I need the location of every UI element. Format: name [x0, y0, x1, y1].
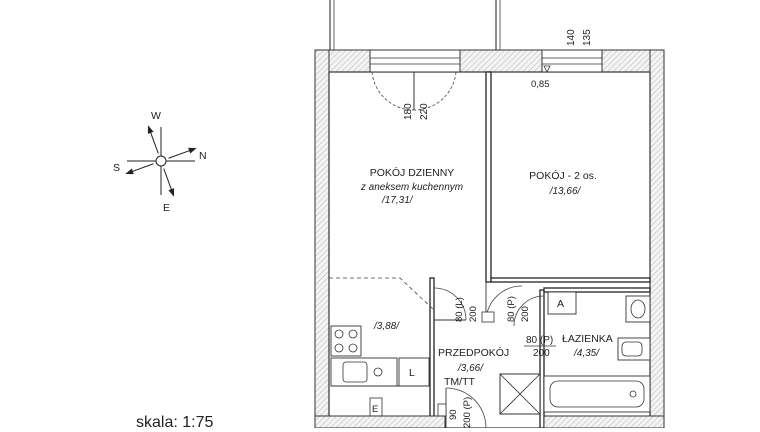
bath-wall-top [543, 287, 651, 293]
partition-wall [485, 71, 492, 283]
compass-n-label: N [199, 150, 207, 162]
balcony-door [369, 49, 461, 111]
installation-shaft [499, 373, 541, 415]
compass: W S N E [113, 110, 207, 214]
symbol-e: E [372, 404, 378, 415]
hall-door1-height: 200 [468, 306, 479, 322]
living-room-name: POKÓJ DZIENNY [370, 166, 455, 179]
dimension-labels: 180 220 140 135 0,85 80 (L) 200 80 (P) 2… [403, 29, 593, 428]
kitchen-area: /3,88/ [373, 321, 400, 332]
hall-name: PRZEDPOKÓJ [438, 346, 509, 359]
hall-area: /3,66/ [457, 363, 484, 374]
window-height: 135 [582, 29, 593, 46]
compass-s-label: S [113, 162, 120, 174]
symbol-l: L [409, 367, 415, 379]
compass-e-label: E [163, 202, 170, 214]
bottom-wall-right [543, 415, 665, 428]
window-sill: 0,85 [531, 79, 550, 90]
bath-door-width: 80 (P) [526, 335, 553, 346]
hall-door1-width: 80 (L) [454, 297, 465, 322]
entry-door-height: 200 (P) [462, 397, 473, 428]
entry-door-width: 90 [448, 409, 459, 420]
balcony-door-width: 180 [403, 103, 414, 120]
compass-w-label: W [151, 110, 161, 122]
living-room-sub: z aneksem kuchennym [360, 182, 463, 193]
symbol-a: A [557, 298, 564, 310]
kitchen-boundary [329, 277, 435, 311]
window-width: 140 [566, 29, 577, 46]
bedroom-wall-bottom [490, 277, 651, 283]
bedroom-window [541, 49, 603, 73]
plan-symbols: A L TM/TT E [372, 298, 564, 415]
symbol-tmtt: TM/TT [444, 376, 475, 388]
bathroom-fixtures [543, 291, 651, 413]
bath-door-height: 200 [533, 348, 550, 359]
hall-doors [433, 282, 545, 327]
hall-wall-left [429, 277, 435, 428]
bedroom-area: /13,66/ [549, 186, 582, 197]
scale-label: skala: 1:75 [136, 414, 214, 431]
balcony-door-height: 220 [419, 103, 430, 120]
room-labels: POKÓJ DZIENNY z aneksem kuchennym /17,31… [360, 166, 613, 374]
living-room-area: /17,31/ [381, 195, 414, 206]
bottom-wall [314, 415, 446, 428]
bathroom-name: ŁAZIENKA [562, 333, 613, 345]
hall-door2-height: 200 [520, 306, 531, 322]
hall-wall-right [539, 289, 545, 428]
balcony-rails [329, 0, 501, 50]
bedroom-name: POKÓJ - 2 os. [529, 169, 597, 182]
bathroom-area: /4,35/ [573, 348, 600, 359]
hall-door2-width: 80 (P) [506, 296, 517, 322]
kitchen-fixtures [330, 325, 430, 387]
